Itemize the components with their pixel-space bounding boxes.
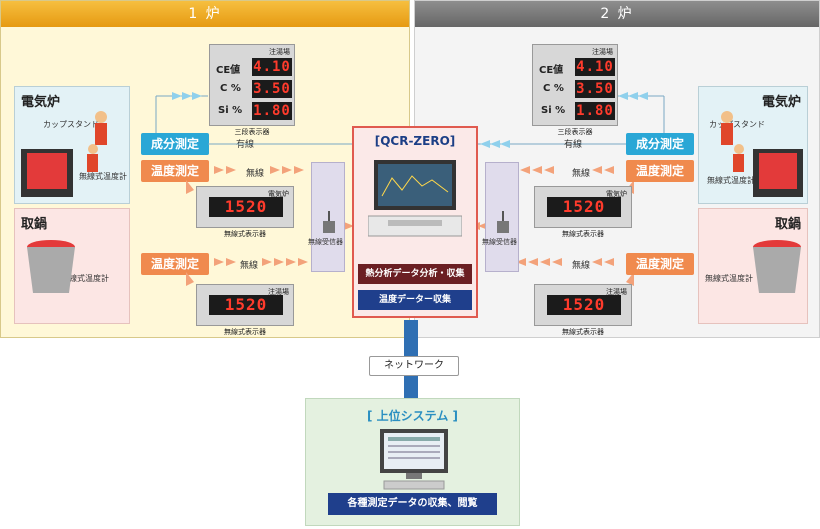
furnace-2-title: 2 炉 <box>415 1 819 27</box>
ladle-illustration <box>27 240 75 293</box>
receiver-label: 無線受信器 <box>482 238 517 246</box>
temperature-collection-button: 温度データー収集 <box>358 290 472 310</box>
cup-stand-label: カップスタンド <box>43 120 99 129</box>
component-measure-tag-left: 成分測定 <box>141 133 210 155</box>
ladle-title: 取鍋 <box>774 217 801 232</box>
wireless-display-furnace-right: 電気炉 1520 無線式表示器 <box>534 186 632 238</box>
furnace-display-tag: 電気炉 <box>268 190 289 198</box>
wireless-display-caption: 無線式表示器 <box>562 328 604 336</box>
upper-system-box: [ 上位システム ] 各種測定データの収集、閲覧 <box>305 398 520 526</box>
furnace-illustration <box>21 111 107 197</box>
si-value: 1.80 <box>575 102 615 120</box>
qcr-zero-box: [QCR-ZERO] 熱分析データ分析・収集 温度データー収集 <box>352 126 478 318</box>
receiver-icon <box>323 211 335 233</box>
ladle-title: 取鍋 <box>21 217 48 232</box>
pouring-area-label: 注湯場 <box>592 48 613 56</box>
wireless-label-left-2: 無線 <box>240 261 259 271</box>
wireless-receiver-right: 無線受信器 <box>482 162 519 272</box>
wireless-display-caption: 無線式表示器 <box>224 328 266 336</box>
wireless-label-right-1: 無線 <box>572 169 591 179</box>
receiver-label: 無線受信器 <box>308 238 343 246</box>
three-stage-caption: 三段表示器 <box>557 128 593 136</box>
wireless-display-caption: 無線式表示器 <box>562 230 604 238</box>
temperature-measure-tag-left-1: 温度測定 <box>141 160 210 182</box>
temperature-value: 1520 <box>547 197 621 217</box>
c-label: C % <box>220 83 241 94</box>
three-stage-display-right: 注湯場 CE値 4.10 C % 3.50 Si % 1.80 三段表示器 <box>532 44 618 136</box>
wireless-display-pouring-left: 注湯場 1520 無線式表示器 <box>196 284 294 336</box>
si-label: Si % <box>541 105 566 116</box>
si-value: 1.80 <box>252 102 292 120</box>
ce-label: CE値 <box>216 65 241 76</box>
ladle-thermometer-label: 無線式温度計 <box>705 274 753 283</box>
ladle-thermometer-label: 無線式温度計 <box>61 274 109 283</box>
component-measure-tag-right: 成分測定 <box>626 133 695 155</box>
analyzer-device-illustration <box>368 160 462 237</box>
computer-icon <box>380 429 448 490</box>
cup-stand-label: カップスタンド <box>709 120 765 129</box>
ladle-zone-left: 取鍋 無線式温度計 <box>14 208 130 324</box>
wireless-display-pouring-right: 注湯場 1520 無線式表示器 <box>534 284 632 336</box>
wireless-label-left-1: 無線 <box>246 169 265 179</box>
electric-furnace-title: 電気炉 <box>21 95 61 110</box>
wired-label-right: 有線 <box>564 140 583 150</box>
qcr-zero-title: [QCR-ZERO] <box>374 134 456 148</box>
ladle-illustration <box>753 240 801 293</box>
pouring-area-label: 注湯場 <box>269 48 290 56</box>
c-value: 3.50 <box>575 80 615 98</box>
upper-system-caption: 各種測定データの収集、閲覧 <box>328 493 497 515</box>
receiver-icon <box>497 211 509 233</box>
si-label: Si % <box>218 105 243 116</box>
ce-label: CE値 <box>539 65 564 76</box>
c-value: 3.50 <box>252 80 292 98</box>
thermal-analysis-button: 熱分析データ分析・収集 <box>358 264 472 284</box>
wireless-display-caption: 無線式表示器 <box>224 230 266 238</box>
wireless-thermometer-label: 無線式温度計 <box>79 172 127 181</box>
pouring-area-tag: 注湯場 <box>268 288 289 296</box>
electric-furnace-zone-left: 電気炉 カップスタンド 無線式温度計 <box>14 86 130 204</box>
ladle-zone-right: 取鍋 無線式温度計 <box>698 208 808 324</box>
temperature-measure-tag-right-1: 温度測定 <box>626 160 695 182</box>
ce-value: 4.10 <box>575 58 615 76</box>
three-stage-caption: 三段表示器 <box>234 128 270 136</box>
wireless-receiver-left: 無線受信器 <box>308 162 345 272</box>
c-label: C % <box>543 83 564 94</box>
electric-furnace-title: 電気炉 <box>761 95 801 110</box>
wireless-label-right-2: 無線 <box>572 261 591 271</box>
network-label: ネットワーク <box>369 356 459 376</box>
temperature-value: 1520 <box>547 295 621 315</box>
temperature-measure-tag-left-2: 温度測定 <box>141 253 210 275</box>
three-stage-display-left: 注湯場 CE値 4.10 C % 3.50 Si % 1.80 三段表示器 <box>209 44 295 136</box>
temperature-measure-tag-right-2: 温度測定 <box>626 253 695 275</box>
wired-label-left: 有線 <box>236 140 255 150</box>
ce-value: 4.10 <box>252 58 292 76</box>
furnace-display-tag: 電気炉 <box>606 190 627 198</box>
furnace-illustration <box>721 111 803 197</box>
electric-furnace-zone-right: 電気炉 カップスタンド 無線式温度計 <box>698 86 808 204</box>
wireless-thermometer-label: 無線式温度計 <box>707 176 755 185</box>
temperature-value: 1520 <box>209 197 283 217</box>
upper-system-title: [ 上位システム ] <box>367 409 458 423</box>
temperature-value: 1520 <box>209 295 283 315</box>
pouring-area-tag: 注湯場 <box>606 288 627 296</box>
furnace-1-title: 1 炉 <box>1 1 409 27</box>
wireless-display-furnace-left: 電気炉 1520 無線式表示器 <box>196 186 294 238</box>
